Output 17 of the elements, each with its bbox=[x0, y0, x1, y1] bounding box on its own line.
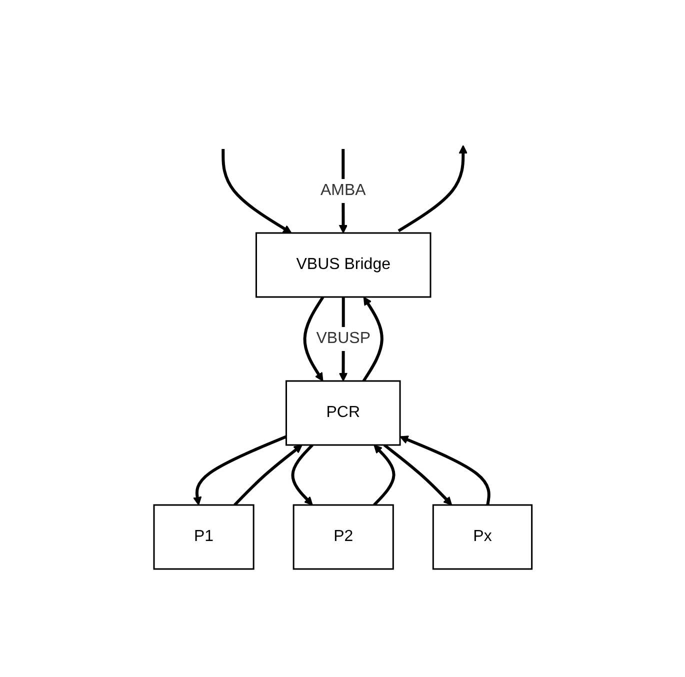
arrow bbox=[399, 435, 490, 505]
arrow bbox=[382, 443, 452, 505]
edge-label: AMBA bbox=[320, 182, 366, 198]
node-box: PCR bbox=[285, 380, 400, 446]
arrow bbox=[302, 296, 324, 381]
edge-label: VBUSP bbox=[316, 330, 370, 346]
arrow bbox=[233, 444, 302, 506]
arrow bbox=[221, 148, 292, 233]
node-box: P1 bbox=[152, 504, 254, 570]
arrow bbox=[372, 444, 395, 506]
arrow bbox=[362, 296, 383, 382]
arrow bbox=[397, 144, 468, 232]
arrow bbox=[192, 434, 286, 505]
node-box: Px bbox=[432, 504, 532, 570]
arrow bbox=[290, 443, 314, 505]
node-box: VBUS Bridge bbox=[255, 232, 431, 298]
node-box: P2 bbox=[292, 504, 394, 570]
